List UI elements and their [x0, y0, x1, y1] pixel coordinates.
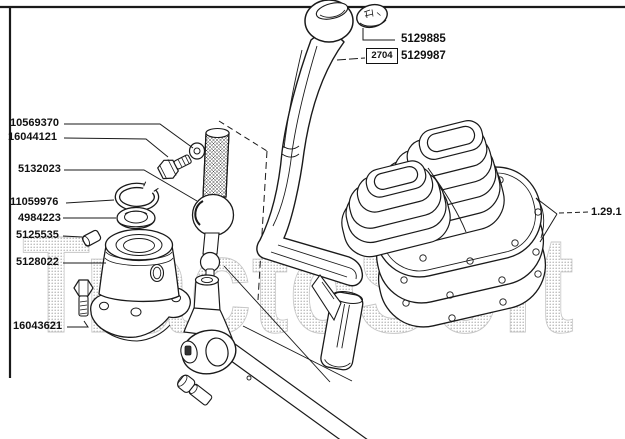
spring-pin — [81, 229, 102, 247]
decal-code-box: 2704 — [366, 48, 398, 64]
left-boot-gaiter — [341, 160, 451, 258]
emblem-part-label: 5129885 — [401, 33, 446, 45]
left-part-label-4: 11059976 — [10, 196, 59, 208]
leader-lines — [62, 28, 590, 328]
centerline-dashes — [218, 120, 353, 383]
left-part-label-3: 5132023 — [18, 163, 61, 175]
pivot-washer — [188, 142, 206, 160]
clevis-pin — [177, 374, 213, 406]
boot-assembly — [341, 120, 547, 328]
left-part-label-6: 5125535 — [16, 229, 59, 241]
seal-washer — [116, 206, 156, 230]
pivot-bolt — [156, 154, 192, 180]
left-part-label-7: 5128022 — [16, 256, 59, 268]
shift-pattern-emblem-icon — [356, 3, 388, 29]
main-gear-lever — [256, 0, 364, 371]
flange-bolt — [73, 279, 94, 317]
decal-code-label: 2704 — [371, 50, 393, 61]
left-part-label-2: 16044121 — [8, 131, 57, 143]
left-part-label-5: 4984223 — [18, 212, 61, 224]
snap-ring — [114, 181, 160, 212]
left-part-label-1: 10569370 — [10, 117, 59, 129]
section-reference-label: 1.29.1 — [591, 206, 622, 218]
decal-part-label: 5129987 — [401, 50, 446, 62]
pivot-eye-lever — [180, 274, 237, 375]
left-part-label-8: 16043621 — [13, 320, 62, 332]
lever-support-housing — [90, 228, 191, 342]
knurled-lever — [191, 127, 235, 279]
shift-knob — [304, 0, 354, 43]
